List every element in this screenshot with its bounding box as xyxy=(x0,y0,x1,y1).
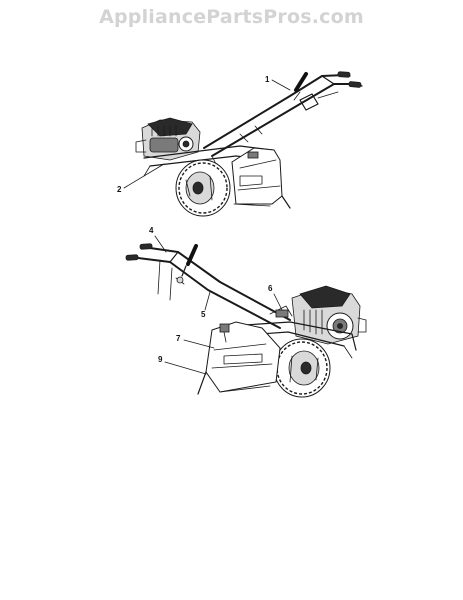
callout-label-6: 6 xyxy=(268,284,273,293)
callout-6: 6 xyxy=(268,284,283,311)
callout-7: 7 xyxy=(176,334,215,349)
tine-hood-bottom xyxy=(197,321,281,395)
tiller-bottom-view: 4 5 6 7 9 xyxy=(125,226,367,398)
callout-label-2: 2 xyxy=(117,185,122,194)
callout-5: 5 xyxy=(201,291,211,319)
callout-1: 1 xyxy=(265,75,291,91)
handlebar-assembly-top xyxy=(203,71,363,157)
engine-top xyxy=(135,117,201,161)
callout-label-5: 5 xyxy=(201,310,206,319)
callout-label-1: 1 xyxy=(265,75,270,84)
handlebar-assembly-bottom xyxy=(125,243,291,329)
callout-label-7: 7 xyxy=(176,334,181,343)
watermark-logo: AppliancePartsPros.com xyxy=(99,6,364,28)
callout-2: 2 xyxy=(117,163,165,194)
engine-bottom xyxy=(291,285,367,345)
wheel-bottom xyxy=(273,338,331,398)
wheel-top xyxy=(175,159,231,217)
tine-hood-top xyxy=(231,147,291,209)
tiller-top-view: 1 2 xyxy=(117,71,363,217)
callout-label-4: 4 xyxy=(149,226,154,235)
callout-label-9: 9 xyxy=(158,355,163,364)
callout-9: 9 xyxy=(158,355,207,375)
callout-4: 4 xyxy=(149,226,167,253)
